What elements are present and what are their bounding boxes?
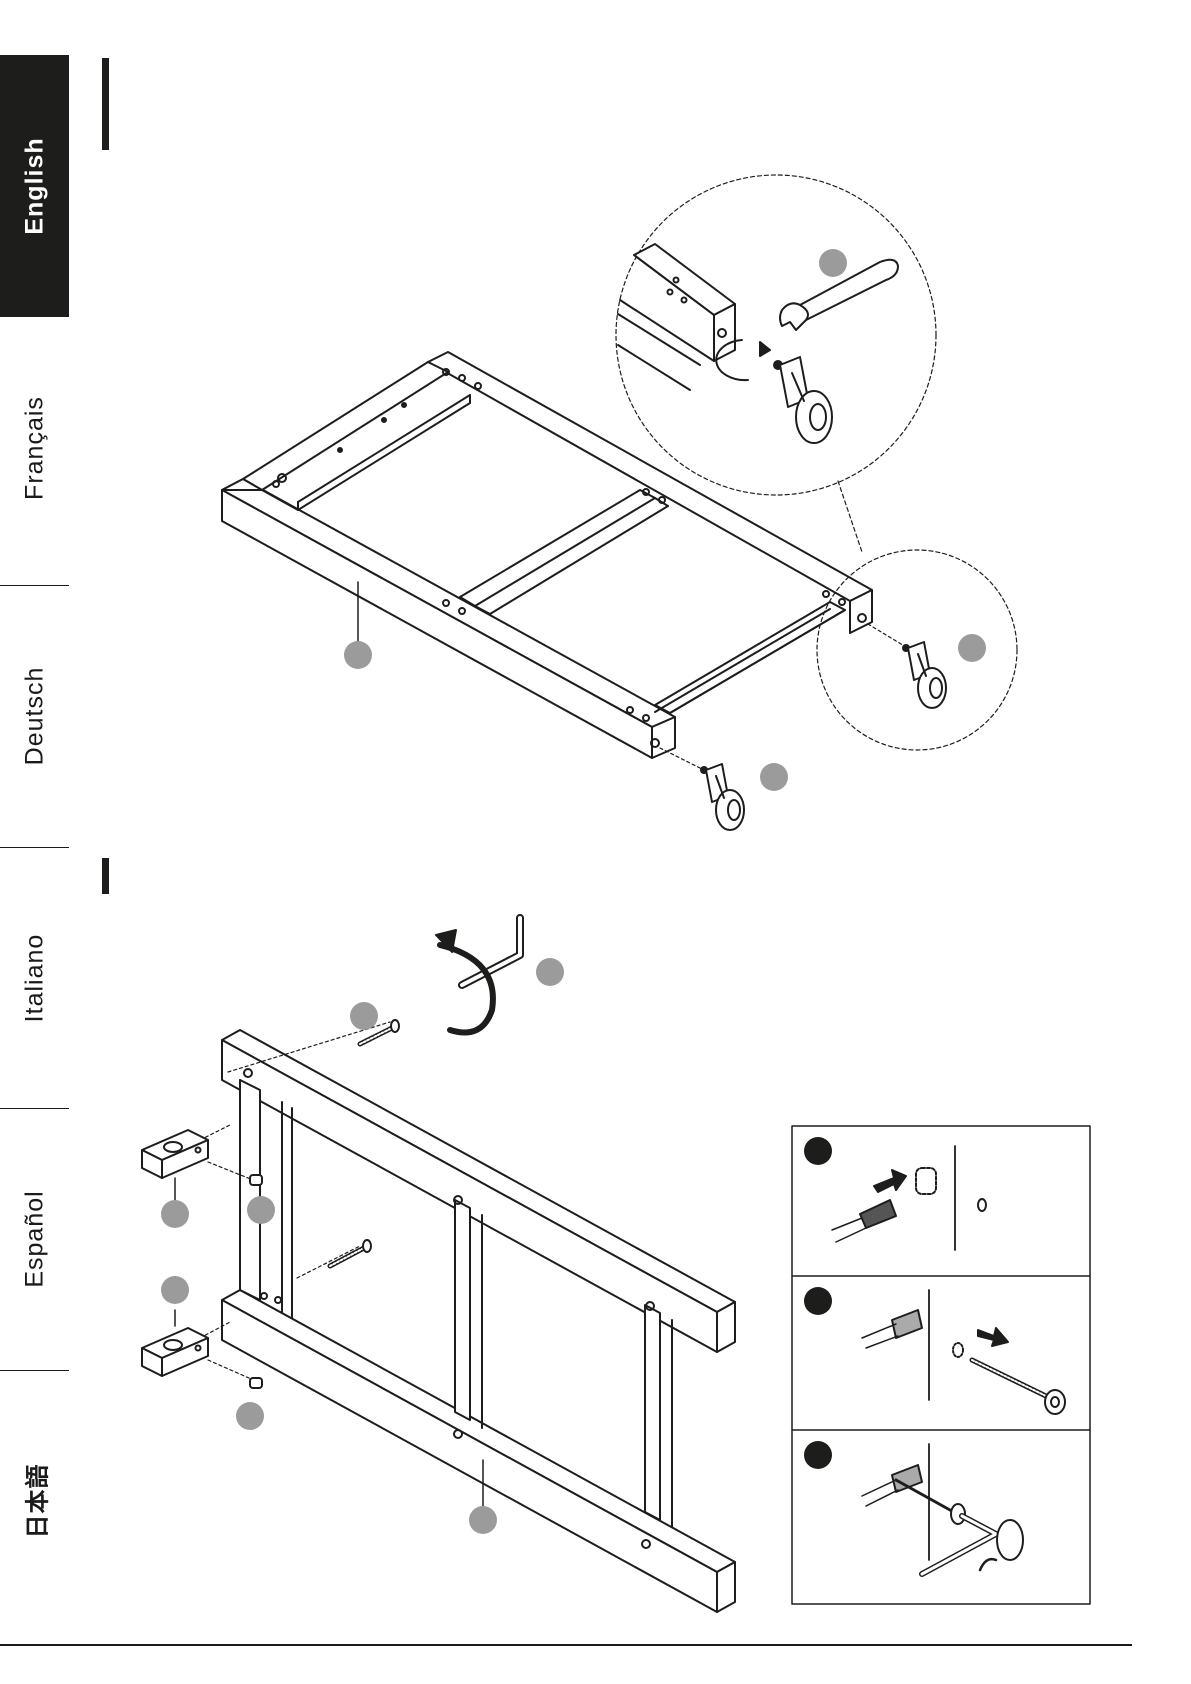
- step-2-frame: [200, 1022, 735, 1612]
- zoom-detail-beam: [618, 244, 770, 390]
- detail-step-marker: [804, 1287, 832, 1315]
- foot-block-icon: [142, 1130, 208, 1212]
- allen-key-icon: [436, 918, 520, 1033]
- part-callout: [236, 1402, 264, 1430]
- part-callout: [469, 1506, 497, 1534]
- assembly-detail-panel: [792, 1126, 1090, 1604]
- part-callout: [760, 763, 788, 791]
- caster-wheel-icon: [774, 357, 832, 443]
- caster-wheel-icon: [903, 642, 946, 708]
- detail-step-marker: [804, 1441, 832, 1469]
- part-callout: [536, 958, 564, 986]
- bolt-icon: [330, 1240, 371, 1266]
- part-callout: [819, 249, 847, 277]
- foot-block-icon: [142, 1310, 208, 1376]
- part-callout: [344, 641, 372, 669]
- detail-zoom-circle: [616, 175, 936, 495]
- part-callout: [350, 1002, 378, 1030]
- part-callout: [958, 634, 986, 662]
- part-callout: [161, 1276, 189, 1304]
- footer-rule: [0, 1644, 1132, 1646]
- part-callout: [247, 1196, 275, 1224]
- part-callout: [161, 1200, 189, 1228]
- caster-wheel-icon: [701, 764, 744, 830]
- detail-step-marker: [804, 1137, 832, 1165]
